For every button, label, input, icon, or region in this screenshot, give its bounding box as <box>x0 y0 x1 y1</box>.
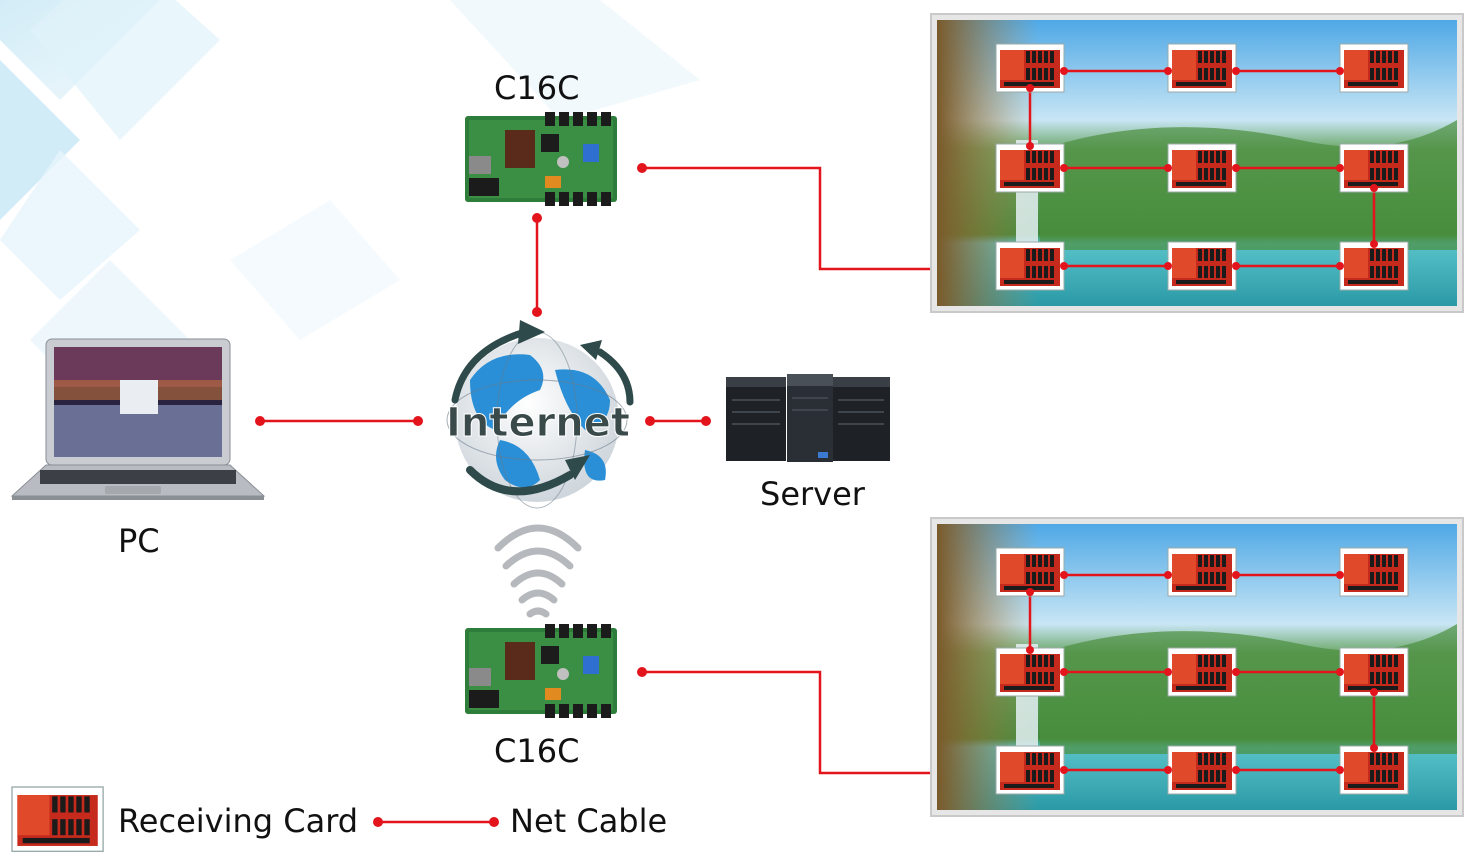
net-cables <box>260 166 996 824</box>
c16c-label-top: C16C <box>494 69 580 107</box>
globe-icon <box>446 320 634 509</box>
receiving-cards-top <box>995 43 1409 291</box>
server-label: Server <box>760 475 865 513</box>
legend-net-cable-label: Net Cable <box>510 802 668 840</box>
receiving-cards-bottom <box>995 547 1409 795</box>
server-tower-icon <box>726 374 890 462</box>
screen-cable-dots <box>1026 67 1378 774</box>
laptop-icon <box>10 338 266 500</box>
receiving-card-icon <box>11 786 104 852</box>
pc-label: PC <box>118 522 160 560</box>
c16c-controller-bottom <box>465 624 617 718</box>
legend-receiving-card-label: Receiving Card <box>118 802 359 840</box>
wifi-signal-icon <box>494 524 582 618</box>
screen-cables <box>1028 69 1376 772</box>
c16c-label-bottom: C16C <box>494 732 580 770</box>
c16c-controller-top <box>465 112 617 206</box>
internet-label: Internet <box>446 400 630 446</box>
